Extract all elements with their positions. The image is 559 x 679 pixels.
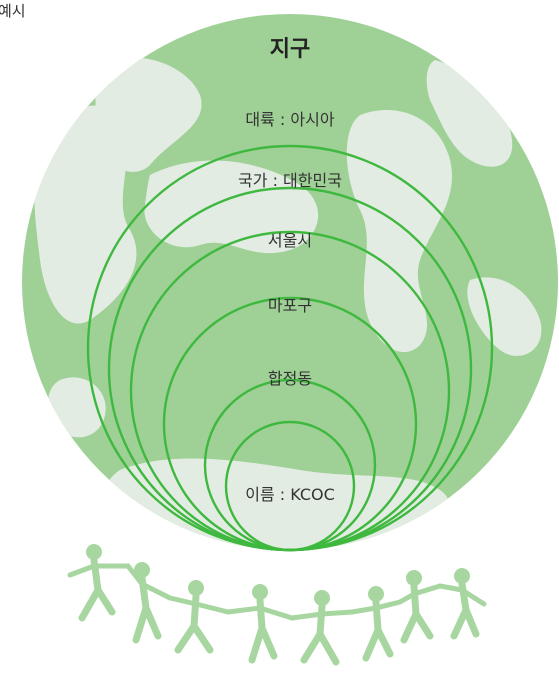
people-chain-illustration: [67, 544, 487, 666]
ring-name: [224, 420, 356, 552]
level-label-continent: 대륙 : 아시아: [245, 110, 334, 129]
level-label-district: 마포구: [268, 296, 312, 315]
level-label-city: 서울시: [268, 231, 312, 250]
level-label-dong: 합정동: [268, 369, 312, 388]
nested-rings: [86, 144, 494, 552]
corner-label: 예시: [0, 2, 26, 20]
person-figure: [437, 568, 487, 640]
person-figure: [397, 570, 443, 644]
person-figure: [125, 562, 173, 644]
person-figure: [225, 584, 295, 664]
person-figure: [349, 586, 403, 662]
person-figure: [67, 544, 131, 622]
person-figure: [289, 590, 355, 666]
person-figure: [167, 580, 231, 654]
level-label-country: 국가 : 대한민국: [238, 171, 342, 190]
level-label-name: 이름 : KCOC: [245, 485, 335, 504]
level-label-earth: 지구: [270, 37, 310, 62]
